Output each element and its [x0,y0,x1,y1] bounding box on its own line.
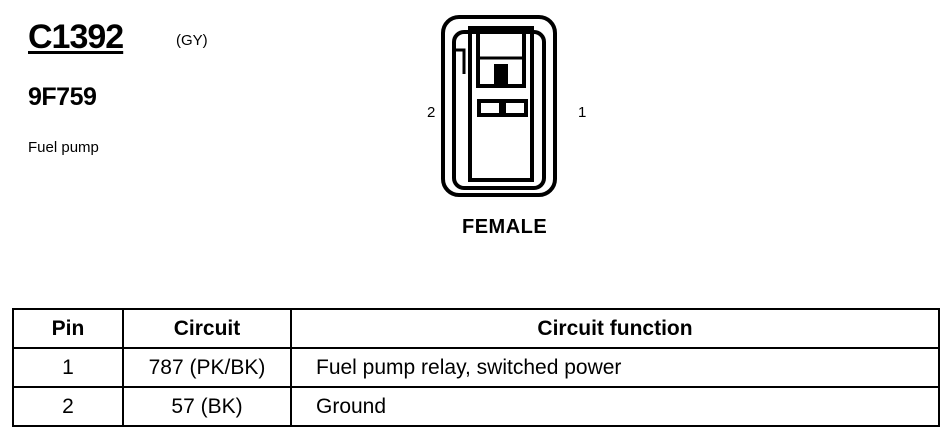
cell-pin: 2 [12,386,124,427]
pin-label-right: 1 [578,104,587,121]
table-row: 2 57 (BK) Ground [12,386,940,427]
connector-terminal-body [468,26,534,182]
header-circuit: Circuit [122,308,292,349]
header-circuit-function: Circuit function [290,308,940,349]
pin-cavity-2 [477,99,503,117]
table-header-row: Pin Circuit Circuit function [12,308,940,349]
connector-outer-housing [441,15,557,197]
connector-inner-housing [452,30,546,190]
connector-color: (GY) [176,32,208,49]
cell-pin: 1 [12,347,124,388]
pin-label-left: 2 [427,104,436,121]
cell-circuit-function: Fuel pump relay, switched power [290,347,940,388]
connector-left-rail [456,48,466,74]
cell-circuit-function: Ground [290,386,940,427]
connector-gender: FEMALE [462,216,548,238]
cell-circuit: 57 (BK) [122,386,292,427]
table-row: 1 787 (PK/BK) Fuel pump relay, switched … [12,347,940,388]
cell-circuit: 787 (PK/BK) [122,347,292,388]
header-pin: Pin [12,308,124,349]
pinout-table: Pin Circuit Circuit function 1 787 (PK/B… [12,308,940,427]
connector-id: C1392 [28,18,124,56]
part-number: 9F759 [28,83,97,111]
connector-description: Fuel pump [28,139,99,156]
connector-face-diagram [441,15,557,197]
pin-cavity-1 [502,99,528,117]
